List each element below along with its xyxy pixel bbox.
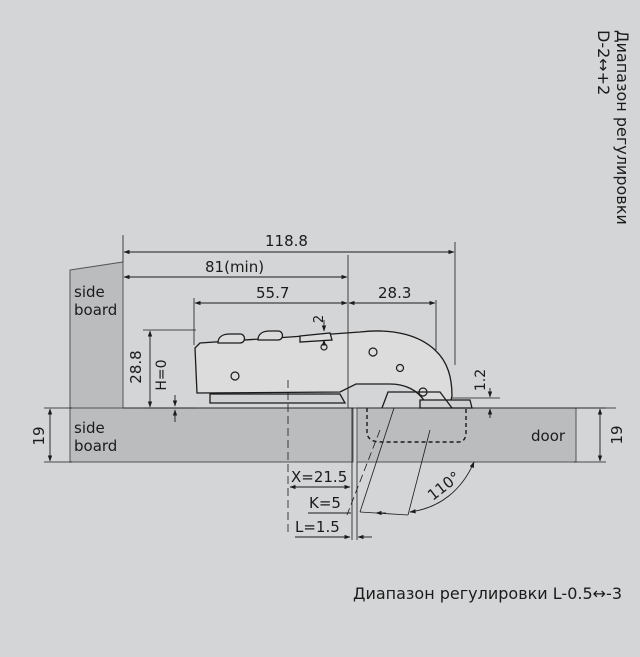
dim-overlay-gap: 1.2 [473, 369, 489, 391]
depth-adjust-line-1: Диапазон регулировки [613, 30, 632, 225]
hinge-holes [230, 343, 428, 397]
side-board-vertical-label-1: side [74, 283, 105, 301]
dim-k-value: K=5 [309, 494, 341, 512]
side-board-horizontal-label-1: side [74, 419, 105, 437]
reference-lines [44, 235, 616, 540]
dim-cover-gap: 2 [312, 315, 327, 323]
side-board-horizontal-label-2: board [74, 437, 117, 455]
dim-thickness-door: 19 [608, 425, 626, 444]
dim-cup-center: 55.7 [256, 284, 289, 302]
side-board-vertical-label-2: board [74, 301, 117, 319]
dim-height: 28.8 [127, 350, 145, 383]
dim-arm-offset: 28.3 [378, 284, 411, 302]
dim-h-value: H=0 [154, 359, 170, 390]
dim-x-value: X=21.5 [291, 468, 347, 486]
dim-overall: 118.8 [265, 232, 308, 250]
dimension-lines [47, 249, 603, 540]
dim-l-value: L=1.5 [295, 518, 340, 536]
door-label: door [531, 427, 566, 445]
overlay-adjust-caption: Диапазон регулировки L-0.5↔-3 [353, 584, 622, 603]
cup-outline [366, 408, 467, 443]
dim-opening-angle: 110° [424, 468, 464, 504]
side-board-horizontal [69, 407, 354, 463]
dim-thickness-side: 19 [30, 426, 48, 445]
hinge-shape [194, 330, 473, 443]
dim-min-depth: 81(min) [205, 258, 264, 276]
depth-adjust-line-2: D-2↔+2 [594, 30, 613, 95]
